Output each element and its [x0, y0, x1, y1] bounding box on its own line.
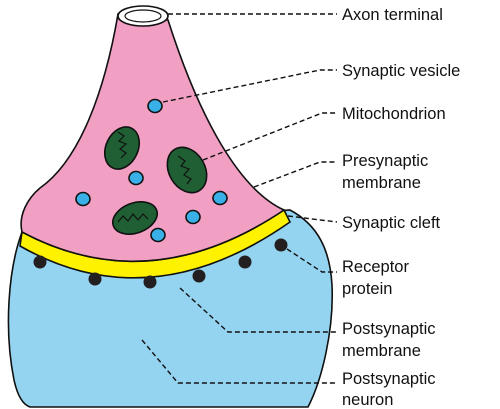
leader-synaptic-vesicle — [162, 69, 337, 103]
synaptic-vesicle — [185, 209, 201, 225]
label-receptor-protein-line1: Receptor — [342, 258, 409, 276]
leader-postsynaptic-membrane — [179, 287, 337, 333]
label-postsynaptic-neuron-line2: neuron — [342, 391, 393, 409]
label-synaptic-cleft: Synaptic cleft — [342, 214, 441, 232]
receptor-protein — [143, 275, 157, 289]
label-postsynaptic-membrane-line1: Postsynaptic — [342, 320, 436, 338]
receptor-protein — [88, 272, 102, 286]
label-postsynaptic-membrane-line2: membrane — [342, 342, 421, 360]
synaptic-vesicle — [147, 98, 163, 114]
label-presynaptic-membrane-line1: Presynaptic — [342, 152, 428, 170]
receptor-protein — [33, 255, 47, 269]
leader-mitochondrion — [202, 112, 337, 161]
label-synaptic-vesicle: Synaptic vesicle — [342, 62, 460, 80]
label-postsynaptic-neuron-line1: Postsynaptic — [342, 370, 436, 388]
label-mitochondrion: Mitochondrion — [342, 105, 446, 123]
synaptic-vesicle — [75, 191, 91, 207]
synaptic-vesicle — [150, 227, 166, 243]
leader-presynaptic-membrane — [253, 161, 337, 188]
leader-postsynaptic-neuron — [141, 339, 337, 384]
mitochondrion — [166, 146, 208, 194]
receptor-protein — [192, 269, 206, 283]
mitochondrion — [111, 201, 159, 235]
label-receptor-protein-line2: protein — [342, 280, 392, 298]
synaptic-vesicle — [128, 170, 144, 186]
leader-receptor-protein — [286, 248, 337, 273]
mitochondrion — [103, 126, 141, 170]
label-presynaptic-membrane-line2: membrane — [342, 174, 421, 192]
receptor-protein — [274, 238, 288, 252]
synaptic-vesicle — [212, 190, 228, 206]
axon-terminal-opening-inner — [124, 9, 162, 23]
label-axon-terminal: Axon terminal — [342, 6, 443, 24]
receptor-protein — [238, 255, 252, 269]
leader-synaptic-cleft — [287, 215, 338, 223]
